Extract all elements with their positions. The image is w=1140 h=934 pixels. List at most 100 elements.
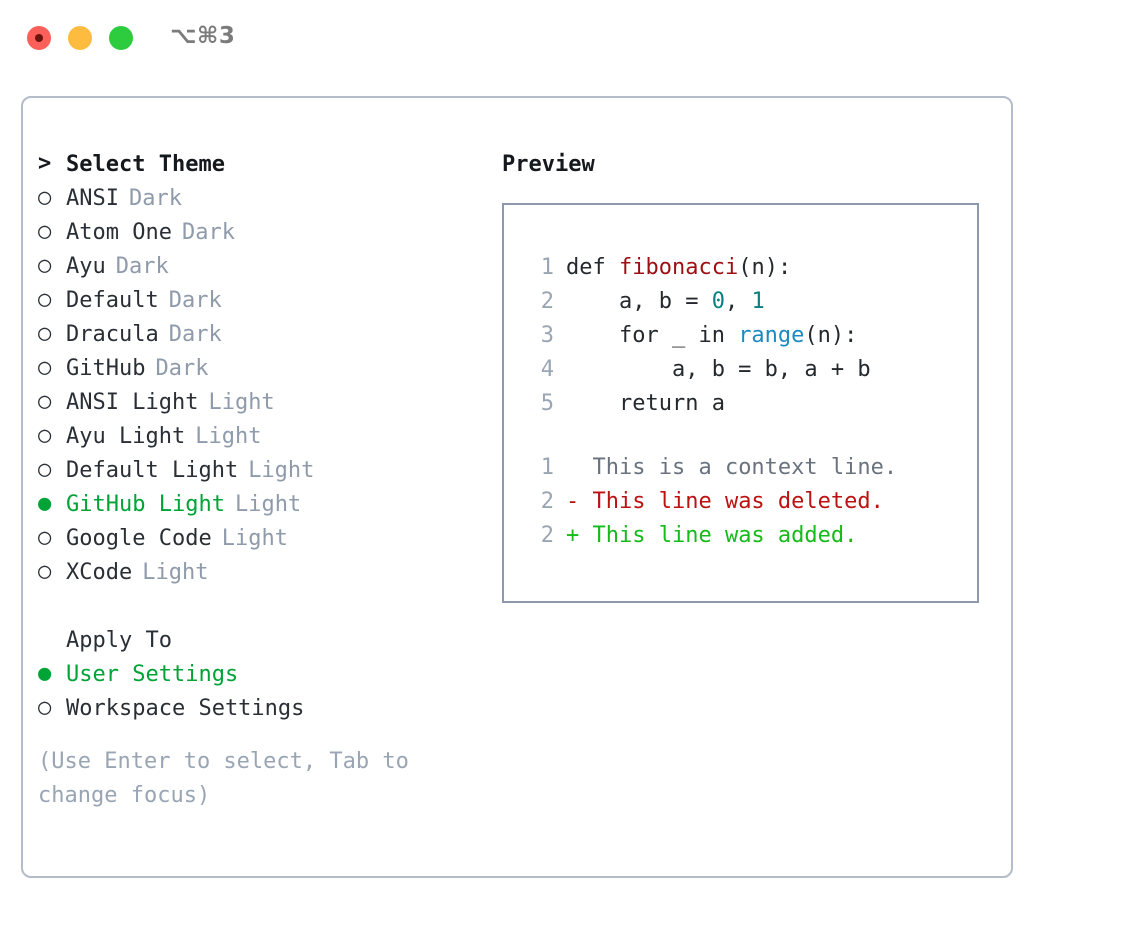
theme-option-xcode[interactable]: ○ XCode Light <box>38 555 478 589</box>
radio-icon[interactable]: ○ <box>38 219 52 244</box>
theme-label: Ayu Light <box>66 423 186 449</box>
diff-content: This is a context line. <box>579 454 898 480</box>
theme-option-google-code[interactable]: ○ Google Code Light <box>38 521 478 555</box>
theme-label: XCode <box>66 559 133 585</box>
code-line: 5 return a <box>524 386 977 420</box>
theme-variant-tag: Light <box>208 389 275 415</box>
theme-option-github-dark[interactable]: ○ GitHub Dark <box>38 351 478 385</box>
theme-option-github-light[interactable]: ● GitHub Light Light <box>38 487 478 521</box>
radio-icon[interactable]: ○ <box>38 355 52 380</box>
line-number: 5 <box>540 390 554 416</box>
radio-icon[interactable]: ○ <box>38 559 52 584</box>
theme-label: Dracula <box>66 321 159 347</box>
theme-variant-tag: Dark <box>128 185 182 211</box>
radio-icon[interactable]: ○ <box>38 457 52 482</box>
theme-option-ayu-dark[interactable]: ○ Ayu Dark <box>38 249 478 283</box>
radio-icon[interactable]: ○ <box>38 321 52 346</box>
code-token: for _ in <box>566 322 739 348</box>
code-token: (n): <box>738 254 792 280</box>
apply-to-option-workspace-settings[interactable]: ○ Workspace Settings <box>38 691 478 725</box>
diff-sign: - <box>566 488 580 514</box>
code-token: a, b = <box>566 288 712 314</box>
line-number: 4 <box>540 356 554 382</box>
theme-option-ansi-light[interactable]: ○ ANSI Light Light <box>38 385 478 419</box>
keyboard-hint-text: (Use Enter to select, Tab to change focu… <box>38 749 409 808</box>
diff-sign: + <box>566 522 580 548</box>
line-number: 1 <box>540 254 554 280</box>
line-number: 2 <box>540 288 554 314</box>
apply-to-title: Apply To <box>66 627 172 653</box>
list-spacer <box>38 589 478 623</box>
maximize-button[interactable] <box>109 26 133 50</box>
diff-content: This line was added. <box>579 522 858 548</box>
radio-icon[interactable]: ○ <box>38 253 52 278</box>
theme-option-default-dark[interactable]: ○ Default Dark <box>38 283 478 317</box>
theme-variant-tag: Dark <box>181 219 235 245</box>
code-token: , <box>724 288 752 314</box>
theme-option-ayu-light[interactable]: ○ Ayu Light Light <box>38 419 478 453</box>
code-line: 4 a, b = b, a + b <box>524 352 977 386</box>
theme-label: Ayu <box>66 253 106 279</box>
code-token-builtin: range <box>738 322 805 348</box>
apply-to-header: ○ Apply To <box>38 623 478 657</box>
radio-icon[interactable]: ○ <box>38 423 52 448</box>
radio-icon-selected[interactable]: ● <box>38 661 52 686</box>
code-content: def fibonacci(n): <box>566 255 791 280</box>
radio-icon[interactable]: ○ <box>38 389 52 414</box>
line-number: 2 <box>540 522 554 548</box>
line-number: 2 <box>540 488 554 514</box>
radio-icon-selected[interactable]: ● <box>38 491 52 516</box>
apply-to-option-user-settings[interactable]: ● User Settings <box>38 657 478 691</box>
code-token-number: 0 <box>711 288 725 314</box>
diff-line-added: 2 + This line was added. <box>524 518 977 552</box>
main-panel: > Select Theme ○ ANSI Dark ○ Atom One Da… <box>21 96 1013 878</box>
prompt-arrow-icon: > <box>38 151 52 176</box>
theme-variant-tag: Dark <box>168 287 222 313</box>
radio-icon[interactable]: ○ <box>38 525 52 550</box>
apply-to-label: Workspace Settings <box>66 695 305 721</box>
diff-sign <box>566 455 579 480</box>
theme-option-dracula-dark[interactable]: ○ Dracula Dark <box>38 317 478 351</box>
code-token-number: 1 <box>751 288 765 314</box>
theme-label: Google Code <box>66 525 212 551</box>
theme-option-default-light[interactable]: ○ Default Light Light <box>38 453 478 487</box>
apply-to-label: User Settings <box>66 661 239 687</box>
diff-line-context: 1 This is a context line. <box>524 450 977 484</box>
theme-label: GitHub <box>66 355 146 381</box>
theme-variant-tag: Light <box>234 491 302 517</box>
theme-variant-tag: Light <box>221 525 288 551</box>
radio-icon[interactable]: ○ <box>38 185 52 210</box>
code-line: 1 def fibonacci(n): <box>524 250 977 284</box>
close-button[interactable] <box>27 26 51 50</box>
line-number: 3 <box>540 322 554 348</box>
keyboard-shortcut-label: ⌥⌘3 <box>170 23 236 49</box>
code-content: return a <box>566 390 725 416</box>
diff-line-deleted: 2 - This line was deleted. <box>524 484 977 518</box>
theme-label: Atom One <box>66 219 172 245</box>
radio-icon[interactable]: ○ <box>38 695 52 720</box>
preview-title: Preview <box>502 151 595 177</box>
theme-variant-tag: Dark <box>115 253 169 279</box>
code-content: a, b = b, a + b <box>566 356 871 382</box>
preview-gap <box>524 420 977 450</box>
theme-label: ANSI <box>66 185 119 211</box>
theme-label: GitHub Light <box>66 491 225 517</box>
select-theme-header: > Select Theme <box>38 147 478 181</box>
theme-label: Default <box>66 287 159 313</box>
code-token: def <box>566 254 619 280</box>
theme-option-ansi-dark[interactable]: ○ ANSI Dark <box>38 181 478 215</box>
theme-selection-column: > Select Theme ○ ANSI Dark ○ Atom One Da… <box>38 147 478 813</box>
theme-variant-tag: Dark <box>168 321 222 347</box>
theme-variant-tag: Light <box>142 559 209 585</box>
radio-icon[interactable]: ○ <box>38 287 52 312</box>
title-bar: ⌥⌘3 <box>0 0 1140 78</box>
minimize-button[interactable] <box>68 26 92 50</box>
diff-content: This line was deleted. <box>579 488 884 514</box>
line-number: 1 <box>540 454 554 480</box>
code-token: (n): <box>804 322 858 348</box>
theme-option-atom-one-dark[interactable]: ○ Atom One Dark <box>38 215 478 249</box>
preview-column: Preview 1 def fibonacci(n): 2 a, b = 0, … <box>502 147 992 603</box>
theme-variant-tag: Light <box>248 457 315 483</box>
spacer-icon: ○ <box>38 629 66 651</box>
